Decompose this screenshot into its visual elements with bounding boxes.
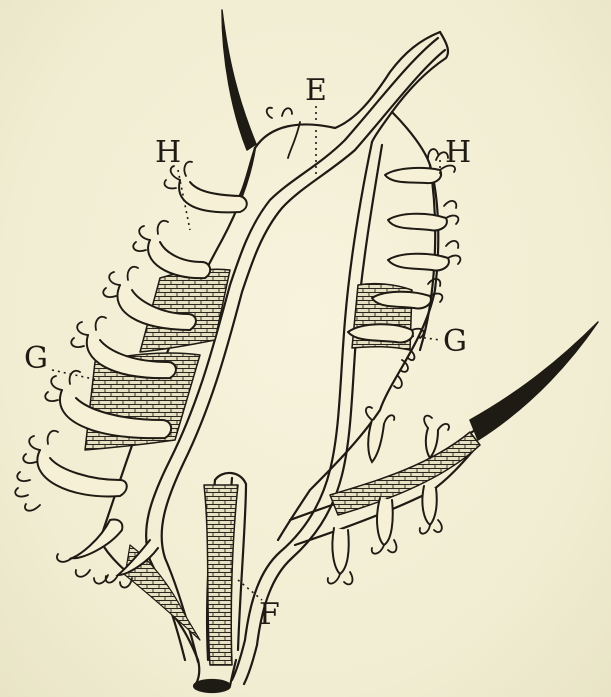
- tubercle: [148, 240, 210, 278]
- tubercle: [332, 528, 348, 574]
- upper-neck: [255, 32, 440, 148]
- label-h-left: H: [155, 138, 181, 168]
- tubercle: [179, 180, 247, 212]
- tubercle: [368, 420, 384, 462]
- tubercle: [377, 498, 393, 545]
- central-vessel-left: [146, 38, 438, 660]
- tubercle: [72, 519, 122, 558]
- label-g-right: G: [443, 327, 467, 357]
- label-g-left: G: [24, 344, 48, 374]
- label-h-right: H: [445, 138, 471, 168]
- top-thorn: [222, 10, 256, 150]
- curl-tuft: [394, 360, 408, 388]
- tubercle: [385, 168, 441, 183]
- label-f: F: [259, 600, 280, 630]
- curl-tuft: [424, 416, 449, 430]
- tubercle: [422, 486, 436, 525]
- tubercle: [388, 254, 449, 271]
- curl-tuft: [328, 572, 353, 584]
- tubercle: [426, 428, 438, 458]
- curl-tuft: [15, 472, 40, 511]
- tubercle: [37, 450, 126, 496]
- label-e: E: [305, 76, 327, 106]
- tubercle: [388, 214, 447, 231]
- right-thorn: [470, 322, 598, 440]
- cell-band-stem: [204, 485, 238, 665]
- stem-cut: [194, 680, 230, 692]
- curl-tuft: [57, 554, 108, 584]
